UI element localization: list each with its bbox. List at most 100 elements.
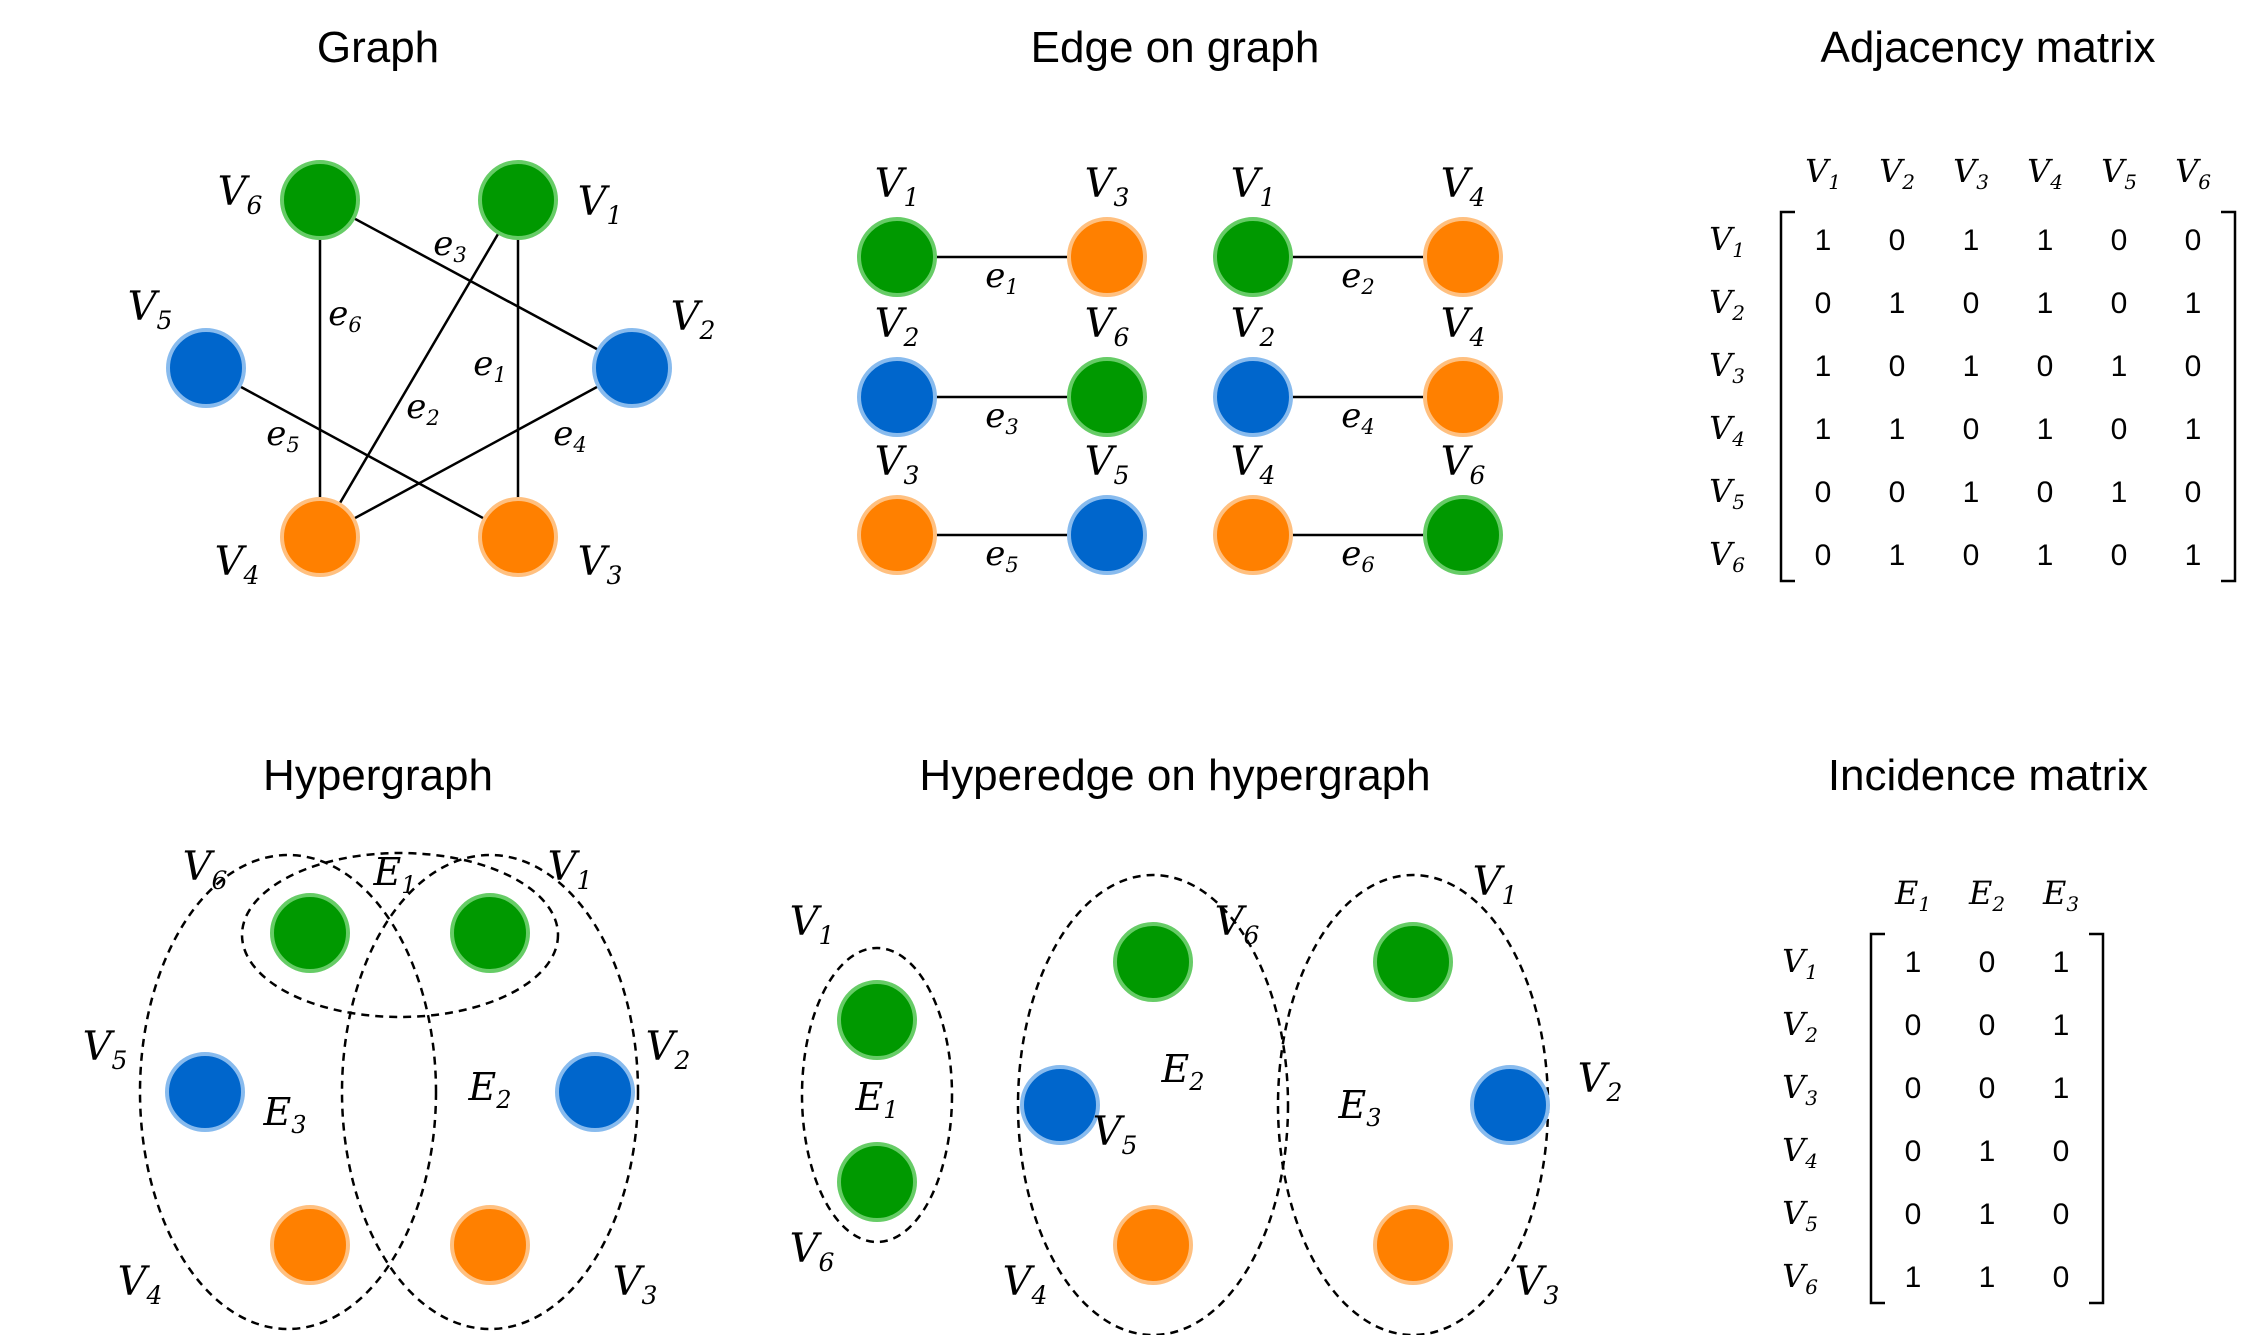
adjacency-cell: 0	[2037, 350, 2054, 383]
adjacency-cell: 0	[2037, 476, 2054, 509]
graph-label-v2: V2	[671, 294, 716, 345]
edge-pair-node-v6	[1067, 357, 1147, 437]
graph-label-v1: V1	[578, 179, 623, 230]
incidence-cell: 0	[1905, 1072, 1922, 1105]
edge-pair-node-v4	[1213, 495, 1293, 575]
graph-title: Graph	[317, 23, 439, 72]
incidence-row-label: V2	[1782, 1005, 1818, 1047]
hypergraph-label-v2: V2	[646, 1024, 691, 1075]
edge-pair-node-v1	[1213, 217, 1293, 297]
incidence-cell: 1	[1905, 946, 1922, 979]
incidence-cell: 1	[2053, 1072, 2070, 1105]
adjacency-row-label: V6	[1709, 535, 1745, 577]
graph-node-v6	[280, 160, 360, 240]
adjacency-col-label: V1	[1805, 152, 1841, 194]
incidence-cell: 1	[1979, 1135, 1996, 1168]
edge-pair-node-v4	[1423, 357, 1503, 437]
graph-edge-label-e5: e5	[266, 414, 300, 457]
adjacency-cell: 1	[1815, 224, 1832, 257]
edge-pair-label-v6: V6	[1441, 439, 1486, 490]
adjacency-col-label: V2	[1879, 152, 1915, 194]
edge-pair-label-e2: e2	[1341, 256, 1375, 299]
hyperedge-group-node-v6	[837, 1142, 917, 1222]
edge-pair-label-e1: e1	[985, 256, 1019, 299]
hypergraph-node-v3	[450, 1205, 530, 1285]
incidence-cell: 1	[1905, 1261, 1922, 1294]
adjacency-left-bracket	[1779, 210, 1795, 583]
hypergraph-hyperedge-e3-outline	[138, 853, 438, 1331]
graph-label-v3: V3	[578, 539, 623, 590]
adjacency-cell: 1	[2111, 476, 2128, 509]
adjacency-col-label: V6	[2175, 152, 2211, 194]
adjacency-cell: 1	[1889, 413, 1906, 446]
incidence-col-label: E2	[1968, 874, 2005, 916]
adjacency-cell: 0	[1815, 476, 1832, 509]
adjacency-cell: 1	[2037, 224, 2054, 257]
hypergraph-label-v1: V1	[548, 844, 593, 895]
adjacency-cell: 0	[1963, 413, 1980, 446]
adjacency-col-label: V3	[1953, 152, 1989, 194]
hyperedge-group-label-e3: E3	[1337, 1083, 1381, 1132]
edge-pair-label-v1: V1	[875, 161, 920, 212]
hypergraph-label-v3: V3	[613, 1259, 658, 1310]
graph-edge-label-e3: e3	[433, 224, 467, 267]
adjacency-cell: 0	[2111, 224, 2128, 257]
edge-pair-node-v6	[1423, 495, 1503, 575]
graph-edge-e3	[319, 198, 633, 370]
hyperedge-group-e2-outline	[1016, 873, 1290, 1335]
incidence-cell: 0	[2053, 1198, 2070, 1231]
hyperedge-group-e1-outline	[800, 946, 954, 1244]
edge-pair-label-v2: V2	[1231, 301, 1276, 352]
incidence-cell: 0	[1905, 1009, 1922, 1042]
adjacency-cell: 0	[1889, 350, 1906, 383]
hypergraph-label-e3: E3	[262, 1090, 306, 1139]
graph-node-v3	[478, 497, 558, 577]
edge-pair-label-e4: e4	[1341, 396, 1375, 439]
hypergraph-hyperedge-e1-outline	[240, 851, 560, 1019]
incidence-cell: 1	[2053, 946, 2070, 979]
graph-edge-label-e2: e2	[406, 387, 440, 430]
adjacency-cell: 1	[1963, 476, 1980, 509]
hyperedge-on-hypergraph-title: Hyperedge on hypergraph	[919, 751, 1430, 800]
adjacency-cell: 1	[2037, 539, 2054, 572]
edge-pair-label-v4: V4	[1441, 161, 1486, 212]
edge-pair-label-e5: e5	[985, 534, 1019, 577]
adjacency-row-label: V1	[1709, 220, 1745, 262]
hyperedge-group-label-v5: V5	[1093, 1109, 1138, 1160]
incidence-cell: 0	[2053, 1135, 2070, 1168]
hyperedge-group-label-v4: V4	[1003, 1259, 1048, 1310]
graph-label-v5: V5	[128, 284, 173, 335]
edge-pair-label-v4: V4	[1231, 439, 1276, 490]
adjacency-cell: 1	[1963, 350, 1980, 383]
hyperedge-group-label-v3: V3	[1515, 1259, 1560, 1310]
graph-edge-e5	[205, 366, 519, 539]
incidence-row-label: V4	[1782, 1131, 1818, 1173]
adjacency-cell: 1	[1889, 287, 1906, 320]
edge-pair-label-v4: V4	[1441, 301, 1486, 352]
graph-edge-e4	[319, 366, 633, 539]
hyperedge-group-node-v5	[1020, 1065, 1100, 1145]
adjacency-cell: 1	[1815, 350, 1832, 383]
hyperedge-group-node-v1	[837, 980, 917, 1060]
adjacency-cell: 1	[2185, 539, 2202, 572]
edge-pair-label-v5: V5	[1085, 439, 1130, 490]
hypergraph-label-v5: V5	[83, 1024, 128, 1075]
hypergraph-label-v6: V6	[183, 844, 228, 895]
edge-pair-label-v3: V3	[1085, 161, 1130, 212]
incidence-row-label: V6	[1782, 1257, 1818, 1299]
hyperedge-group-label-v1: V1	[790, 899, 835, 950]
adjacency-cell: 1	[2185, 287, 2202, 320]
adjacency-cell: 0	[2111, 413, 2128, 446]
edge-pair-label-v6: V6	[1085, 301, 1130, 352]
edge-pair-node-v3	[1067, 217, 1147, 297]
edge-pair-node-v3	[857, 495, 937, 575]
hypergraph-label-e2: E2	[467, 1065, 511, 1114]
graph-label-v4: V4	[215, 539, 260, 590]
hypergraph-hyperedge-e2-outline	[340, 853, 640, 1331]
adjacency-row-label: V2	[1709, 283, 1745, 325]
